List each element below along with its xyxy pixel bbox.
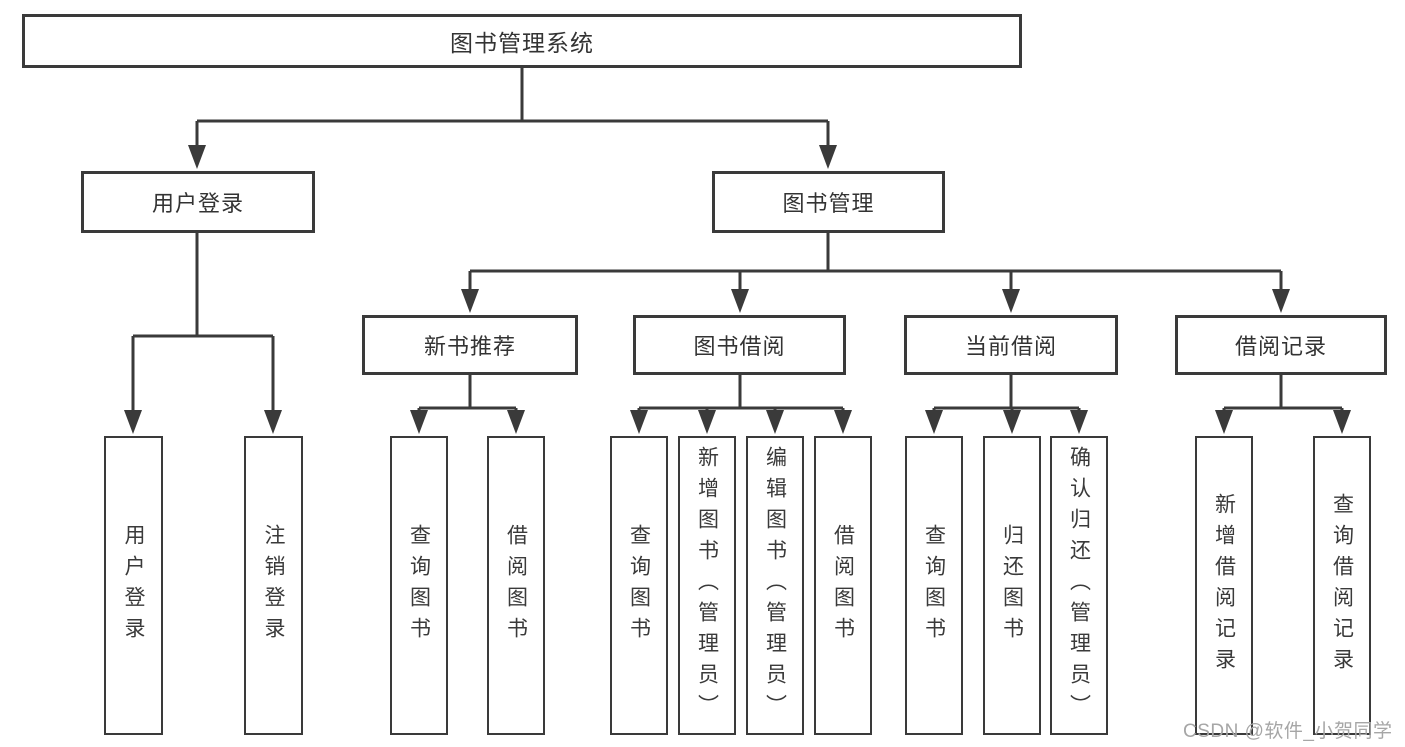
node-label: 图书管理系统 (450, 30, 594, 56)
arrowhead-icon (1070, 410, 1088, 434)
leaf-add-books-admin: 新增图书（管理员） (678, 436, 736, 735)
node-book-borrowing: 图书借阅 (633, 315, 846, 375)
arrowhead-icon (1272, 289, 1290, 313)
node-book-management: 图书管理 (712, 171, 945, 233)
arrowheads (124, 145, 1351, 434)
arrowhead-icon (834, 410, 852, 434)
node-new-book-recommend: 新书推荐 (362, 315, 578, 375)
node-label: 图书管理 (782, 191, 875, 216)
connector-book-borrowing-to-leaves (637, 375, 845, 412)
leaf-user-login: 用户登录 (104, 436, 163, 735)
node-library-management-system: 图书管理系统 (22, 14, 1022, 68)
arrowhead-icon (731, 289, 749, 313)
node-borrowing-records: 借阅记录 (1175, 315, 1387, 375)
leaf-query-books: 查询图书 (610, 436, 668, 735)
arrowhead-icon (124, 410, 142, 434)
csdn-watermark: CSDN @软件_小贺同学 (1183, 721, 1393, 742)
leaf-query-books: 查询图书 (905, 436, 963, 735)
node-label: 新书推荐 (423, 334, 516, 359)
leaf-query-borrow-record: 查询借阅记录 (1313, 436, 1371, 735)
arrowhead-icon (766, 410, 784, 434)
connector-user-login-to-leaves (131, 233, 275, 412)
connector-book-management-to-level3 (468, 233, 1283, 291)
leaf-borrow-books: 借阅图书 (814, 436, 872, 735)
arrowhead-icon (1333, 410, 1351, 434)
arrowhead-icon (1003, 410, 1021, 434)
leaf-confirm-return-admin: 确认归还（管理员） (1050, 436, 1108, 735)
arrowhead-icon (1002, 289, 1020, 313)
node-user-login: 用户登录 (81, 171, 315, 233)
leaf-return-books: 归还图书 (983, 436, 1041, 735)
leaf-query-books: 查询图书 (390, 436, 448, 735)
arrowhead-icon (1215, 410, 1233, 434)
leaf-add-borrow-record: 新增借阅记录 (1195, 436, 1253, 735)
node-current-borrowing: 当前借阅 (904, 315, 1118, 375)
node-label: 借阅记录 (1234, 334, 1327, 359)
arrowhead-icon (188, 145, 206, 169)
connector-root-to-level2 (195, 68, 830, 148)
connector-borrow-record-to-leaves (1222, 375, 1344, 412)
arrowhead-icon (264, 410, 282, 434)
arrowhead-icon (410, 410, 428, 434)
node-label: 当前借阅 (964, 334, 1057, 359)
arrowhead-icon (698, 410, 716, 434)
arrowhead-icon (925, 410, 943, 434)
leaf-edit-books-admin: 编辑图书（管理员） (746, 436, 804, 735)
arrowhead-icon (461, 289, 479, 313)
connector-new-book-to-leaves (417, 375, 518, 412)
arrowhead-icon (819, 145, 837, 169)
leaf-logout-login: 注销登录 (244, 436, 303, 735)
node-label: 用户登录 (151, 191, 244, 216)
arrowhead-icon (630, 410, 648, 434)
leaf-borrow-books: 借阅图书 (487, 436, 545, 735)
connector-current-borrowing-to-leaves (932, 375, 1081, 412)
node-label: 图书借阅 (693, 334, 786, 359)
arrowhead-icon (507, 410, 525, 434)
